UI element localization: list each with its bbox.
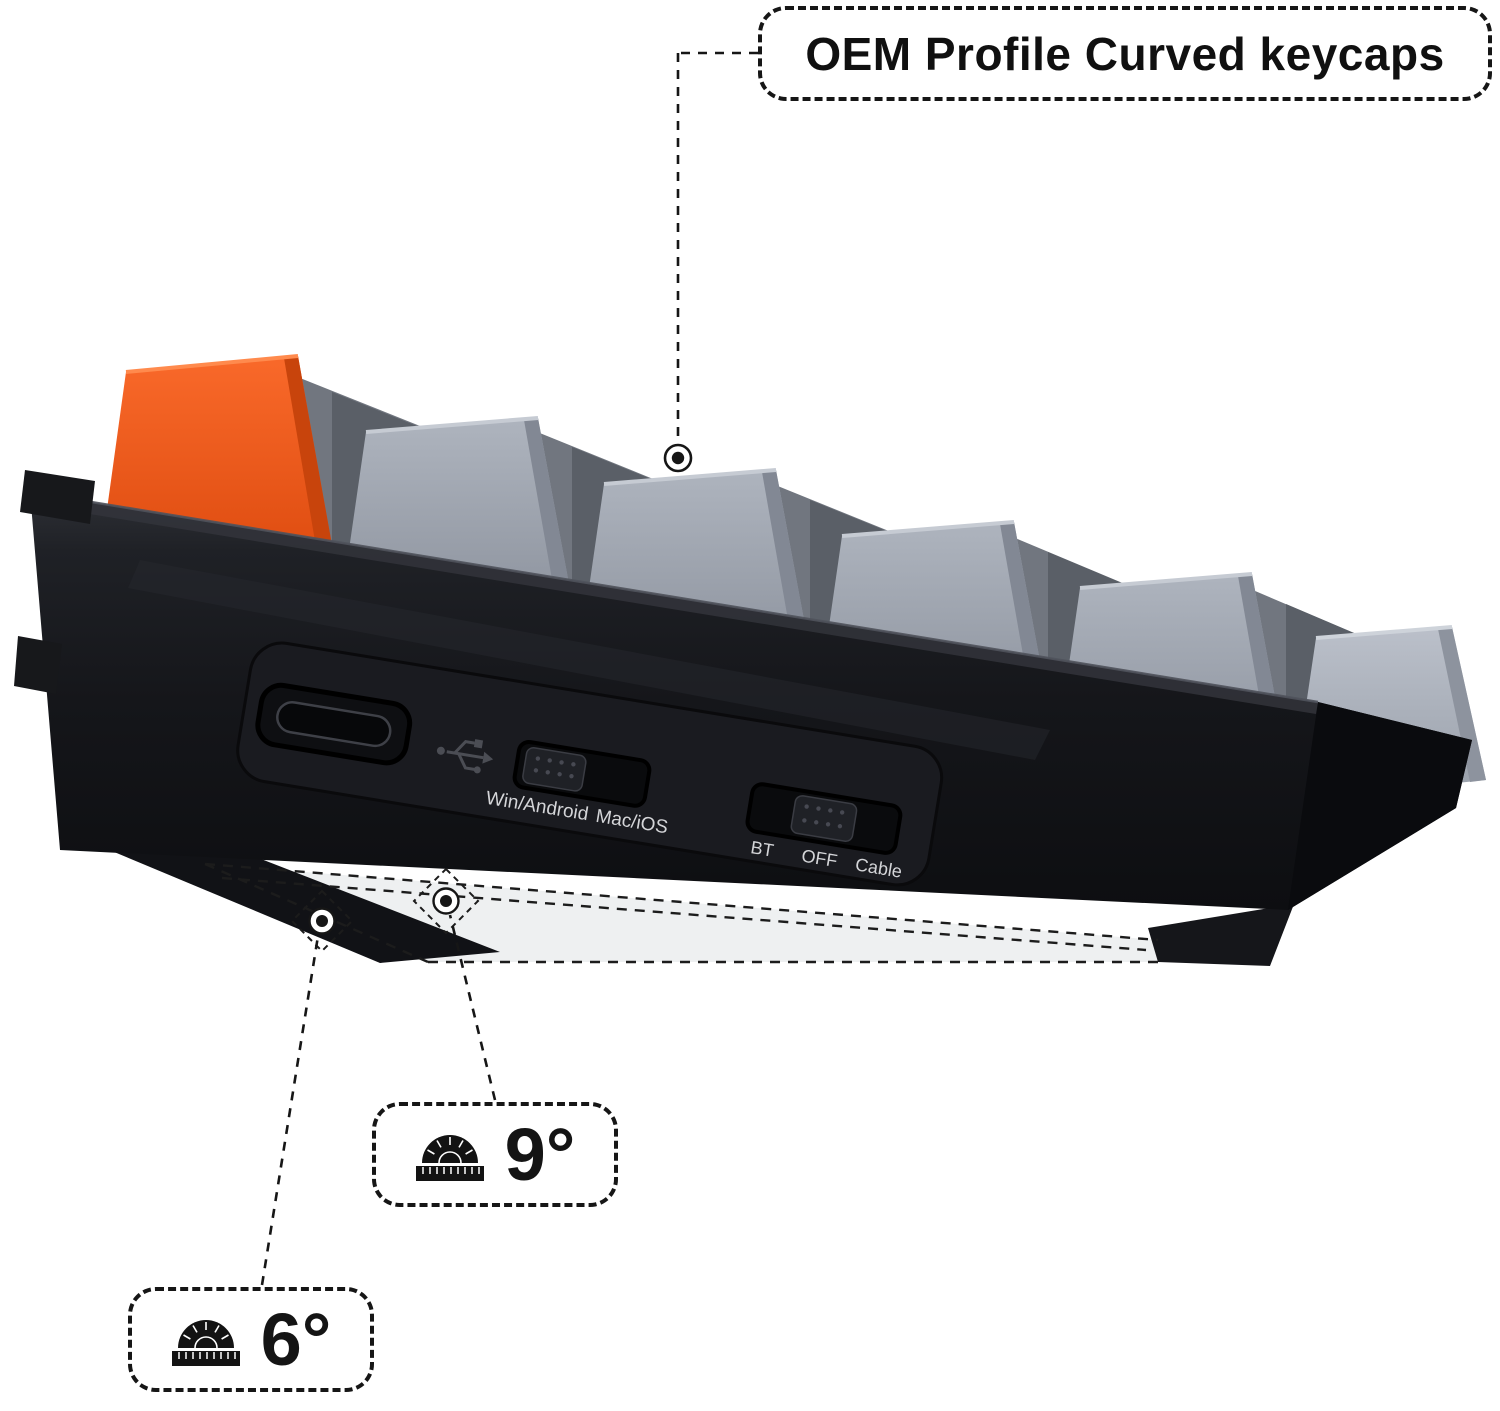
mode-switch-label-bt: BT — [749, 837, 775, 860]
case-reflection — [128, 560, 1050, 760]
callout-oem-keycaps-label: OEM Profile Curved keycaps — [805, 27, 1445, 80]
callout-angle-9: 9° — [372, 1102, 618, 1207]
angle-9-label: 9° — [504, 1112, 576, 1196]
angle-9-leader-line — [448, 914, 497, 1101]
os-toggle-grip-dots — [533, 756, 576, 779]
protractor-icon — [415, 1134, 484, 1181]
angle-9-marker-dot — [432, 887, 460, 915]
usb-icon — [436, 739, 494, 774]
kickstand-foot — [95, 841, 500, 963]
angle-6-marker-dot — [308, 907, 336, 935]
case-left-tab-top — [20, 470, 95, 524]
case-top-highlight — [29, 490, 1319, 704]
keyboard-right-foot-wedge — [1148, 904, 1294, 966]
protractor-icon — [171, 1319, 240, 1366]
keyboard-case-right-face — [1288, 702, 1472, 910]
case-left-tab-bottom — [14, 636, 62, 694]
keycap-leader-line — [676, 51, 758, 440]
ports-panel: Win/Android Mac/iOS BT OFF Cable — [236, 641, 944, 887]
usb-c-port — [255, 682, 413, 766]
callout-oem-keycaps: OEM Profile Curved keycaps — [758, 6, 1492, 101]
os-toggle-switch[interactable] — [512, 739, 652, 808]
foot-position-diamonds — [290, 867, 480, 953]
mode-toggle-switch[interactable] — [745, 782, 903, 855]
bottom-outline-dashes — [204, 862, 1166, 964]
keycap-orange — [100, 354, 332, 560]
case-top-bevel — [28, 492, 1318, 714]
keycap-marker-dot — [663, 443, 693, 473]
angle-6-leader-line — [260, 935, 320, 1286]
angle-6-label: 6° — [260, 1297, 332, 1381]
mode-toggle-grip-dots — [802, 804, 845, 829]
callout-angle-6: 6° — [128, 1287, 374, 1392]
